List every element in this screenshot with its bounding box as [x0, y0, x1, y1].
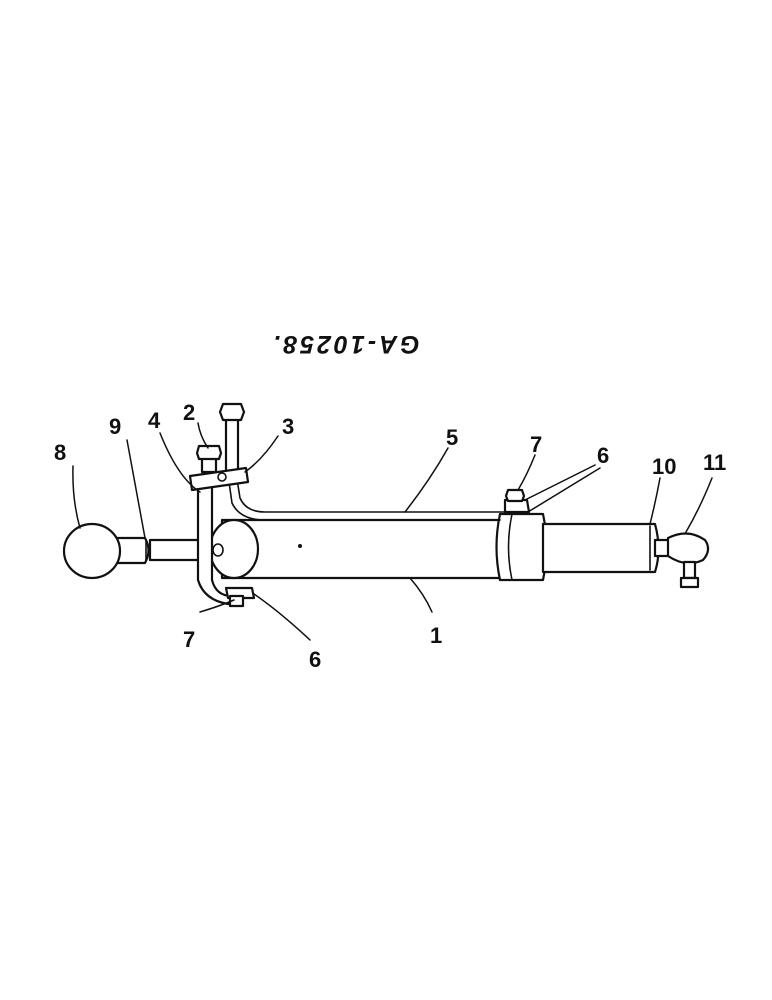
callout-6-left: 6 [309, 647, 321, 672]
clamp-bolt-head [217, 472, 227, 482]
hydraulic-tube-outer [235, 472, 513, 513]
clamp-bolt-head-hex [195, 444, 223, 461]
drawing-code: GA-10258. [270, 330, 419, 358]
callout-1: 1 [430, 623, 442, 648]
callout-4: 4 [148, 408, 161, 433]
tie-rod-end [666, 532, 710, 565]
callout-11: 11 [703, 450, 726, 475]
barrel-mark [298, 544, 302, 548]
hydraulic-tube-inner [227, 474, 501, 521]
callouts: 1 2 3 4 5 6 6 7 7 8 9 10 11 [54, 400, 726, 672]
top-pipe-nut [218, 402, 246, 422]
callout-2: 2 [183, 400, 195, 425]
tie-rod-stud [682, 560, 697, 580]
cylinder-barrel [220, 518, 512, 580]
rear-tube [541, 522, 660, 574]
cylinder-end-cap [208, 518, 260, 580]
callout-7-right: 7 [530, 432, 542, 457]
callout-6-right: 6 [597, 443, 609, 468]
callout-5: 5 [446, 425, 458, 450]
callout-3: 3 [282, 414, 294, 439]
callout-7-left: 7 [183, 627, 195, 652]
leader-lines [72, 422, 713, 641]
rear-nut [504, 488, 526, 503]
barrel-collar [495, 512, 548, 582]
callout-8: 8 [54, 440, 66, 465]
callout-10: 10 [652, 454, 676, 479]
tie-rod-nut [679, 576, 700, 589]
ball-end [62, 522, 122, 580]
callout-9: 9 [109, 414, 121, 439]
